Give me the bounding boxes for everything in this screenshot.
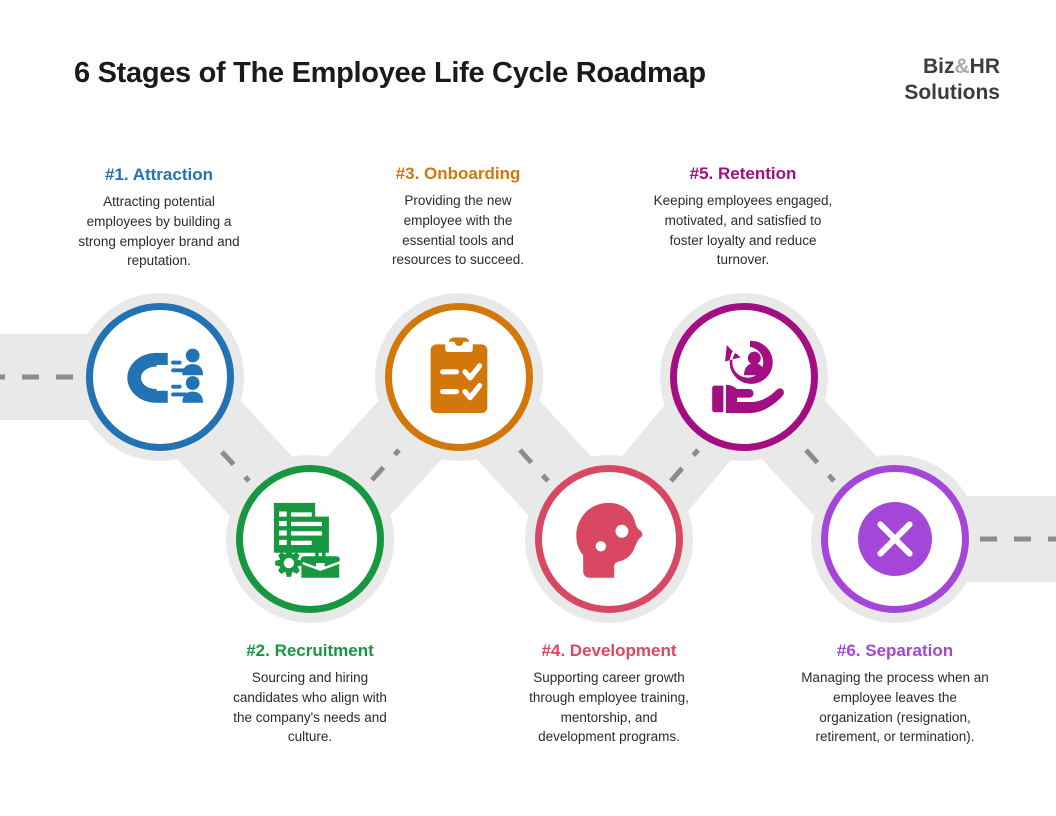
magnet-people-icon bbox=[127, 348, 203, 403]
stage-node-6[interactable] bbox=[821, 465, 969, 613]
stage-node-3[interactable] bbox=[385, 303, 533, 451]
road-dashed-centerline bbox=[0, 374, 1056, 542]
brand-line-1: Biz&HR bbox=[904, 54, 1000, 80]
stage-title-3: #3. Onboarding bbox=[395, 164, 521, 183]
stage-node-5[interactable] bbox=[670, 303, 818, 451]
stage-text-1: #1. Attraction Attracting potential empl… bbox=[54, 165, 264, 271]
brand-biz: Biz bbox=[922, 55, 955, 78]
brand-ampersand: & bbox=[954, 55, 970, 78]
clipboard-checklist-icon bbox=[430, 337, 488, 414]
stage-title-1: #1. Attraction bbox=[104, 165, 213, 184]
stage-text-3: #3. Onboarding Providing the new employe… bbox=[353, 164, 563, 270]
stage-text-6: #6. Separation Managing the process when… bbox=[790, 641, 1000, 747]
stage-title-4: #4. Development bbox=[541, 641, 677, 660]
resume-briefcase-icon bbox=[273, 502, 340, 578]
stage-desc-6: Managing the process when an employee le… bbox=[801, 670, 989, 745]
page-title: 6 Stages of The Employee Life Cycle Road… bbox=[74, 57, 706, 89]
circle-x-icon bbox=[858, 502, 932, 576]
stage-node-2[interactable] bbox=[236, 465, 384, 613]
stage-text-2: #2. Recruitment Sourcing and hiring cand… bbox=[205, 641, 415, 747]
stage-desc-5: Keeping employees engaged, motivated, an… bbox=[653, 193, 833, 268]
stage-desc-2: Sourcing and hiring candidates who align… bbox=[233, 670, 387, 745]
stage-text-5: #5. Retention Keeping employees engaged,… bbox=[638, 164, 848, 270]
stage-desc-1: Attracting potential employees by buildi… bbox=[78, 194, 240, 269]
brand-hr: HR bbox=[969, 55, 1000, 78]
stage-title-6: #6. Separation bbox=[836, 641, 954, 660]
brand-logo: Biz&HR Solutions bbox=[904, 54, 1000, 107]
stage-title-5: #5. Retention bbox=[689, 164, 797, 183]
hand-holding-employee-icon bbox=[712, 340, 784, 414]
stage-text-4: #4. Development Supporting career growth… bbox=[504, 641, 714, 747]
brand-line-2: Solutions bbox=[904, 81, 1000, 105]
stage-desc-3: Providing the new employee with the esse… bbox=[391, 193, 525, 268]
head-gears-icon bbox=[576, 502, 643, 578]
stage-desc-4: Supporting career growth through employe… bbox=[529, 670, 689, 745]
stage-node-4[interactable] bbox=[535, 465, 683, 613]
stage-node-1[interactable] bbox=[86, 303, 234, 451]
stage-title-2: #2. Recruitment bbox=[246, 641, 374, 660]
